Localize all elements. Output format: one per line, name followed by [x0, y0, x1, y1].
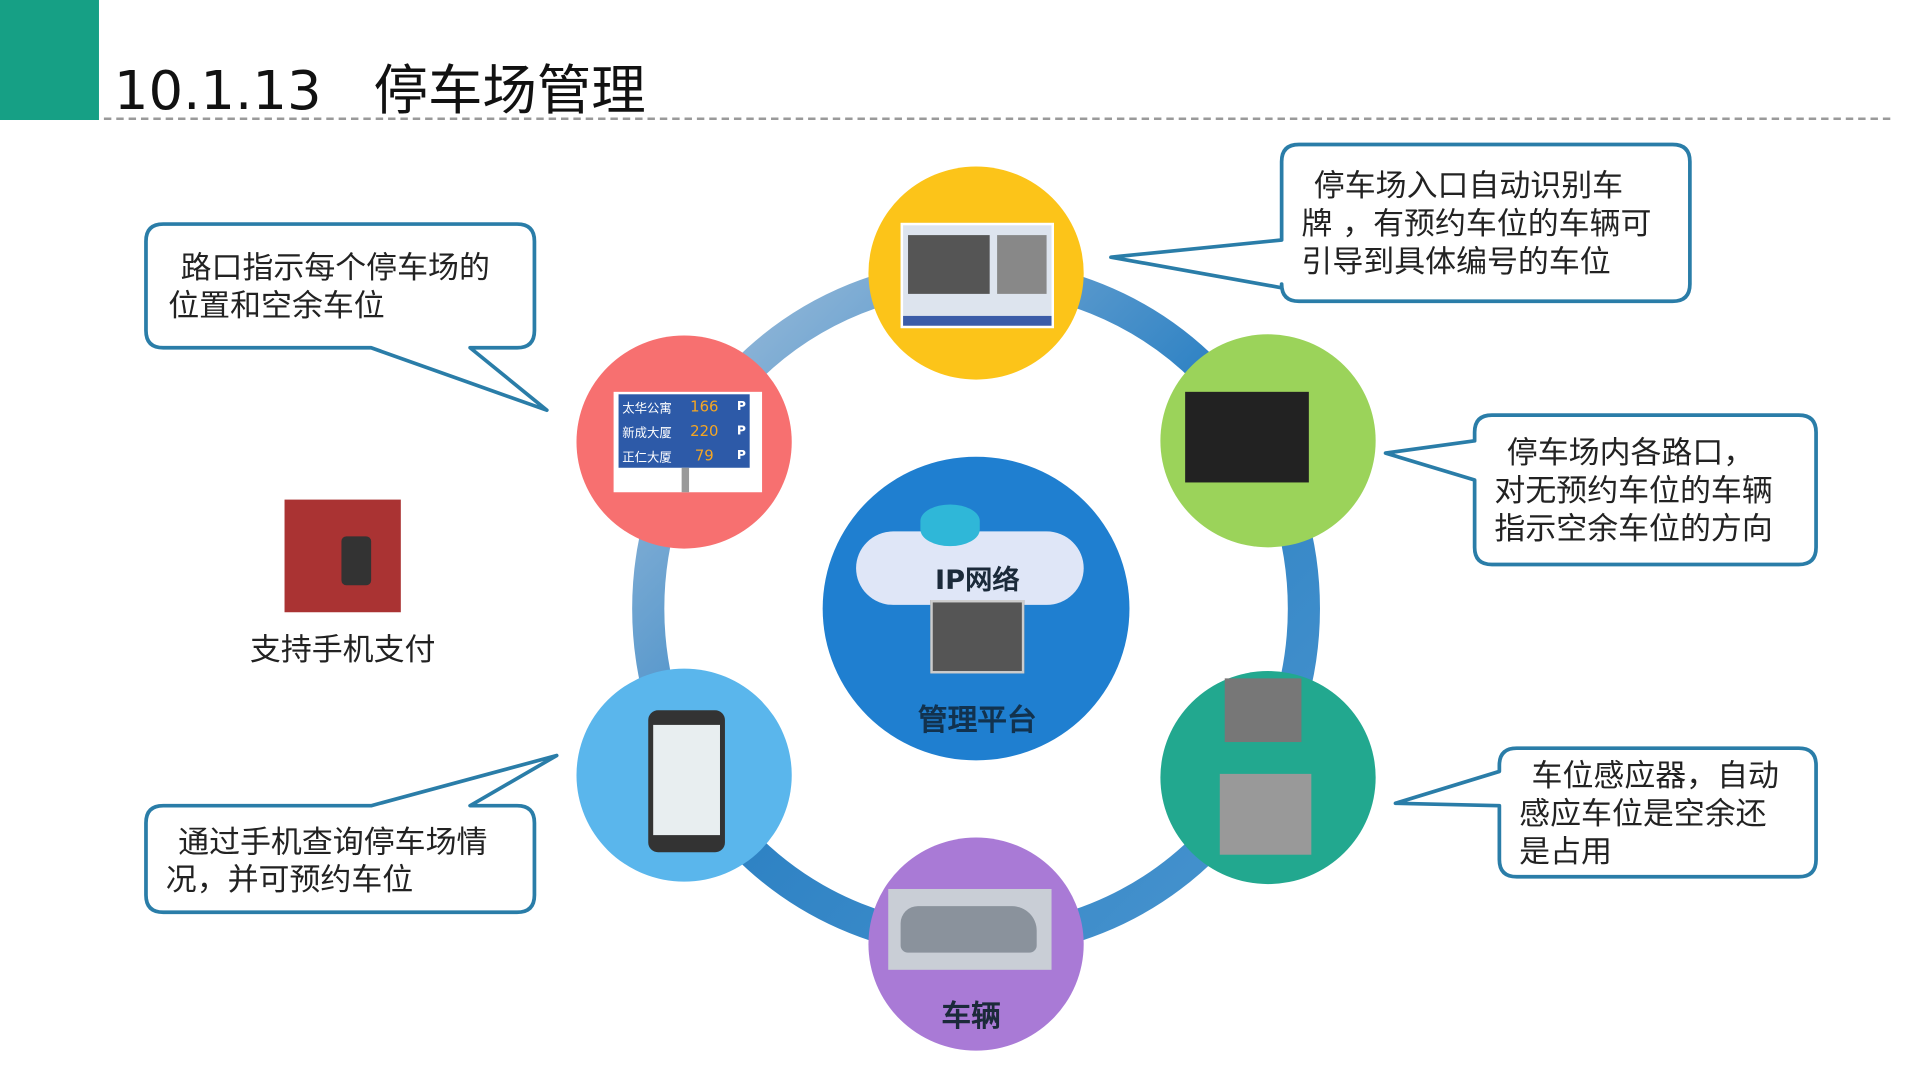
callout-mobile-text: 通过手机查询停车场情况，并可预约车位 [165, 824, 488, 898]
callout-entrance-text: 停车场入口自动识别车牌 ，有预约车位的车辆可引导到具体编号的车位 [1301, 167, 1652, 280]
sensor-image [1224, 678, 1302, 743]
header-divider [103, 117, 1891, 121]
ip-network-label: IP网络 [935, 565, 1020, 597]
server-icon [930, 600, 1025, 674]
callout-entrance-box [1109, 142, 1692, 304]
callout-inner-text: 停车场内各路口，对无预约车位的车辆指示空余车位的方向 [1494, 434, 1773, 547]
callout-sensor-text: 车位感应器，自动感应车位是空余还是占用 [1519, 757, 1779, 870]
mobile-payment-image [284, 499, 401, 613]
phone-map-image [648, 710, 725, 853]
plate-recognition-screenshot [900, 222, 1055, 329]
callout-sensor-box [1393, 746, 1818, 879]
callout-mobile-box [144, 753, 559, 915]
callout-intersection-text: 路口指示每个停车场的位置和空余车位 [168, 249, 490, 324]
inner-guidance-display [1185, 391, 1309, 483]
callout-inner-box [1383, 413, 1818, 567]
callout-intersection-box [144, 222, 549, 413]
vehicle-label: 车辆 [941, 999, 1001, 1034]
mobile-payment-label: 支持手机支付 [249, 631, 436, 668]
platform-label: 管理平台 [917, 702, 1037, 738]
car-image [888, 888, 1052, 970]
parking-spaces-image [1219, 773, 1312, 855]
cloud-icon [856, 531, 1084, 605]
router-icon [920, 504, 980, 547]
header-accent-bar [0, 0, 99, 121]
